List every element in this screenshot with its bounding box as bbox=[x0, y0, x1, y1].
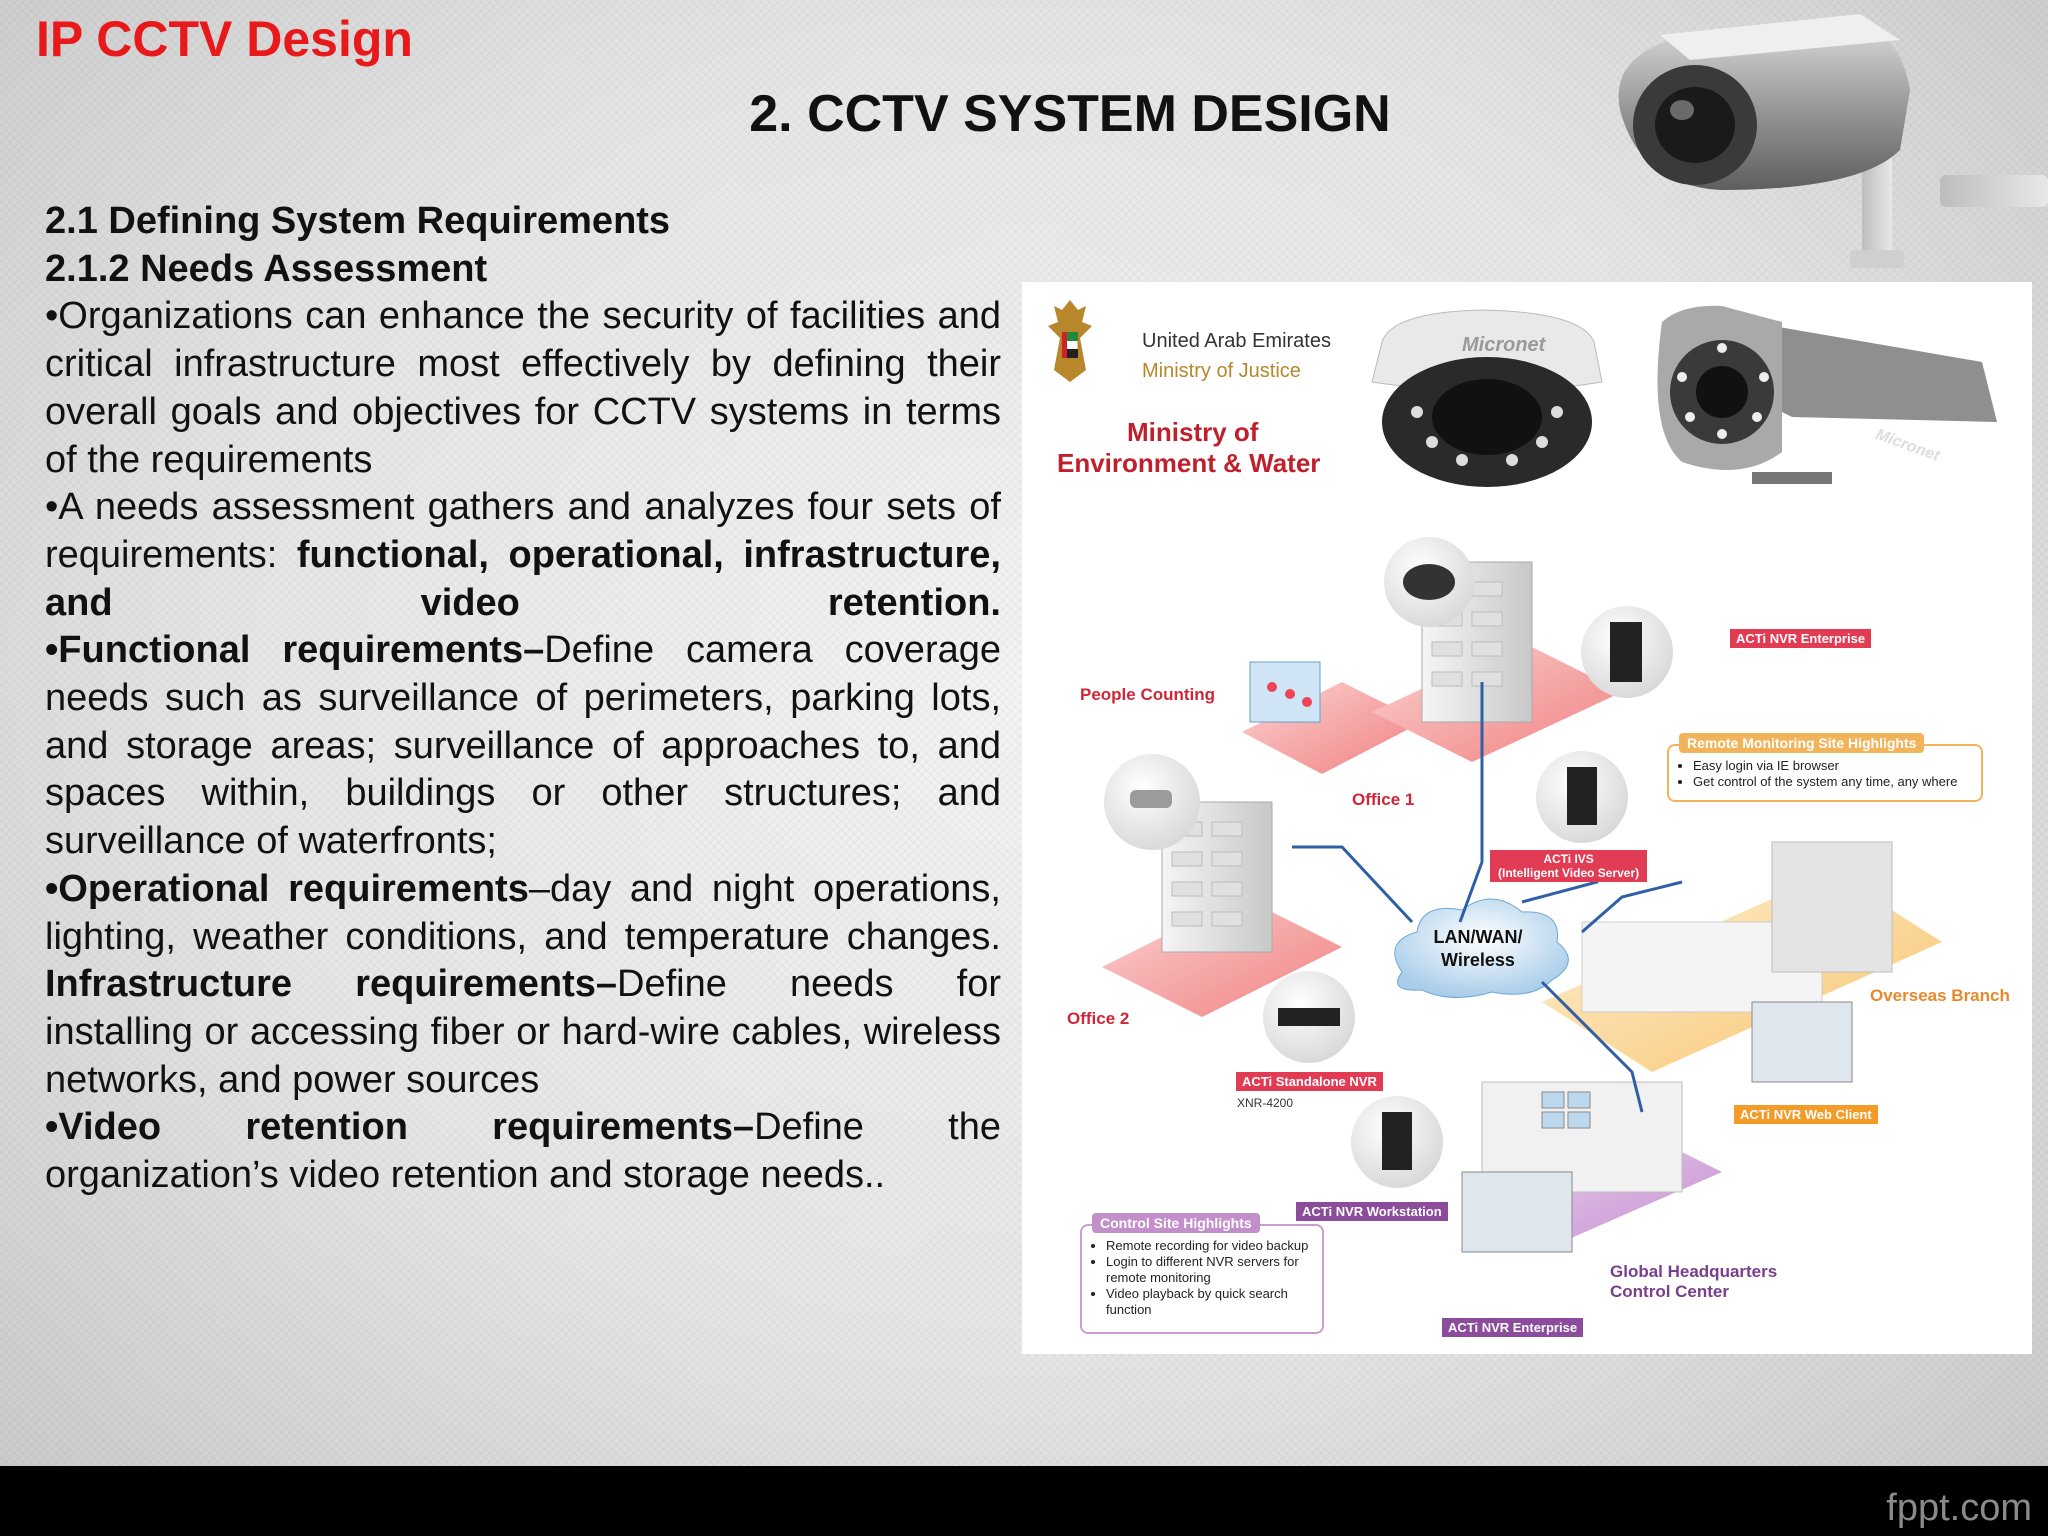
bullet-organizations: •Organizations can enhance the security … bbox=[45, 295, 1001, 481]
overseas-label: Overseas Branch bbox=[1870, 986, 2010, 1005]
overseas-office-icon bbox=[1581, 841, 1893, 1083]
body-text: 2.1 Defining System Requirements 2.1.2 N… bbox=[45, 198, 1001, 1200]
slide-title: 2. CCTV SYSTEM DESIGN bbox=[749, 85, 1391, 143]
cloud-line1: LAN/WAN/ bbox=[1433, 927, 1523, 947]
control-item: Login to different NVR servers for remot… bbox=[1106, 1254, 1312, 1286]
uae-emblem-icon bbox=[1048, 300, 1092, 382]
server-tower-icon bbox=[1610, 622, 1642, 682]
diagram-artwork bbox=[1048, 300, 1997, 1253]
office2-floor bbox=[1102, 897, 1342, 1017]
bullet-operational: •Operational requirements–day and night … bbox=[45, 867, 1001, 1101]
tag-nvr-workstation: ACTi NVR Workstation bbox=[1296, 1202, 1448, 1221]
mini-bullet-icon bbox=[1130, 790, 1172, 808]
ministry-line2: Environment & Water bbox=[1057, 448, 1321, 478]
nvr-model: XNR-4200 bbox=[1237, 1096, 1294, 1110]
mini-dome-icon bbox=[1403, 564, 1455, 600]
control-site-list: Remote recording for video backup Login … bbox=[1092, 1238, 1312, 1318]
hq-room-icon bbox=[1461, 1081, 1683, 1253]
remote-monitoring-list: Easy login via IE browser Get control of… bbox=[1679, 758, 1971, 790]
people-counting-floor bbox=[1242, 682, 1422, 774]
remote-monitoring-title: Remote Monitoring Site Highlights bbox=[1679, 733, 1925, 753]
bullet-camera-icon bbox=[1657, 305, 1997, 484]
people-counting-gate-icon bbox=[1249, 661, 1321, 723]
network-lines bbox=[1292, 682, 1683, 1113]
cloud-line2: Wireless bbox=[1441, 950, 1515, 970]
uae-line1: United Arab Emirates bbox=[1142, 330, 1331, 352]
cctv-camera-icon bbox=[1618, 14, 2048, 268]
dome-brand: Micronet bbox=[1462, 334, 1546, 356]
people-counting-label: People Counting bbox=[1080, 685, 1216, 704]
cloud-icon bbox=[1394, 898, 1569, 999]
cctv-network-diagram: United Arab Emirates Ministry of Justice… bbox=[1022, 282, 2032, 1354]
tag-standalone-nvr: ACTi Standalone NVR bbox=[1236, 1072, 1383, 1091]
tag-nvr-enterprise: ACTi NVR Enterprise bbox=[1730, 629, 1872, 648]
subsection-heading: 2.1.2 Needs Assessment bbox=[45, 247, 488, 290]
office1-label: Office 1 bbox=[1352, 790, 1415, 809]
bullet-video-retention: •Video retention requirements–Define the… bbox=[45, 1106, 1001, 1197]
workstation-icon bbox=[1382, 1112, 1412, 1170]
ivs-server-icon bbox=[1567, 767, 1597, 825]
control-site-title: Control Site Highlights bbox=[1092, 1213, 1260, 1233]
section-heading: 2.1 Defining System Requirements bbox=[45, 200, 671, 242]
remote-item: Easy login via IE browser bbox=[1693, 758, 1971, 774]
tag-ivs: ACTi IVS (Intelligent Video Server) bbox=[1490, 850, 1648, 882]
remote-monitoring-panel: Remote Monitoring Site Highlights Easy l… bbox=[1667, 733, 1983, 802]
brand-title: IP CCTV Design bbox=[36, 11, 413, 67]
nvr-box-icon bbox=[1278, 1008, 1340, 1026]
uae-line2: Ministry of Justice bbox=[1142, 360, 1301, 382]
control-item: Video playback by quick search function bbox=[1106, 1286, 1312, 1318]
office2-label: Office 2 bbox=[1067, 1009, 1130, 1028]
bottom-bar: fppt.com bbox=[0, 1466, 2048, 1536]
ministry-line1: Ministry of bbox=[1127, 417, 1259, 447]
bullet-needs-assessment: •A needs assessment gathers and analyzes… bbox=[45, 486, 1001, 624]
control-site-panel: Control Site Highlights Remote recording… bbox=[1080, 1213, 1324, 1334]
remote-item: Get control of the system any time, any … bbox=[1693, 774, 1971, 790]
tag-nvr-enterprise-hq: ACTi NVR Enterprise bbox=[1442, 1318, 1584, 1337]
bullet-functional: •Functional requirements–Define camera c… bbox=[45, 629, 1001, 863]
hq-line2: Control Center bbox=[1610, 1282, 1729, 1301]
footer-watermark: fppt.com bbox=[1886, 1487, 2032, 1529]
hq-line1: Global Headquarters bbox=[1610, 1262, 1778, 1281]
tag-nvr-web-client: ACTi NVR Web Client bbox=[1734, 1105, 1878, 1124]
control-item: Remote recording for video backup bbox=[1106, 1238, 1312, 1254]
dome-camera-icon bbox=[1371, 309, 1603, 487]
